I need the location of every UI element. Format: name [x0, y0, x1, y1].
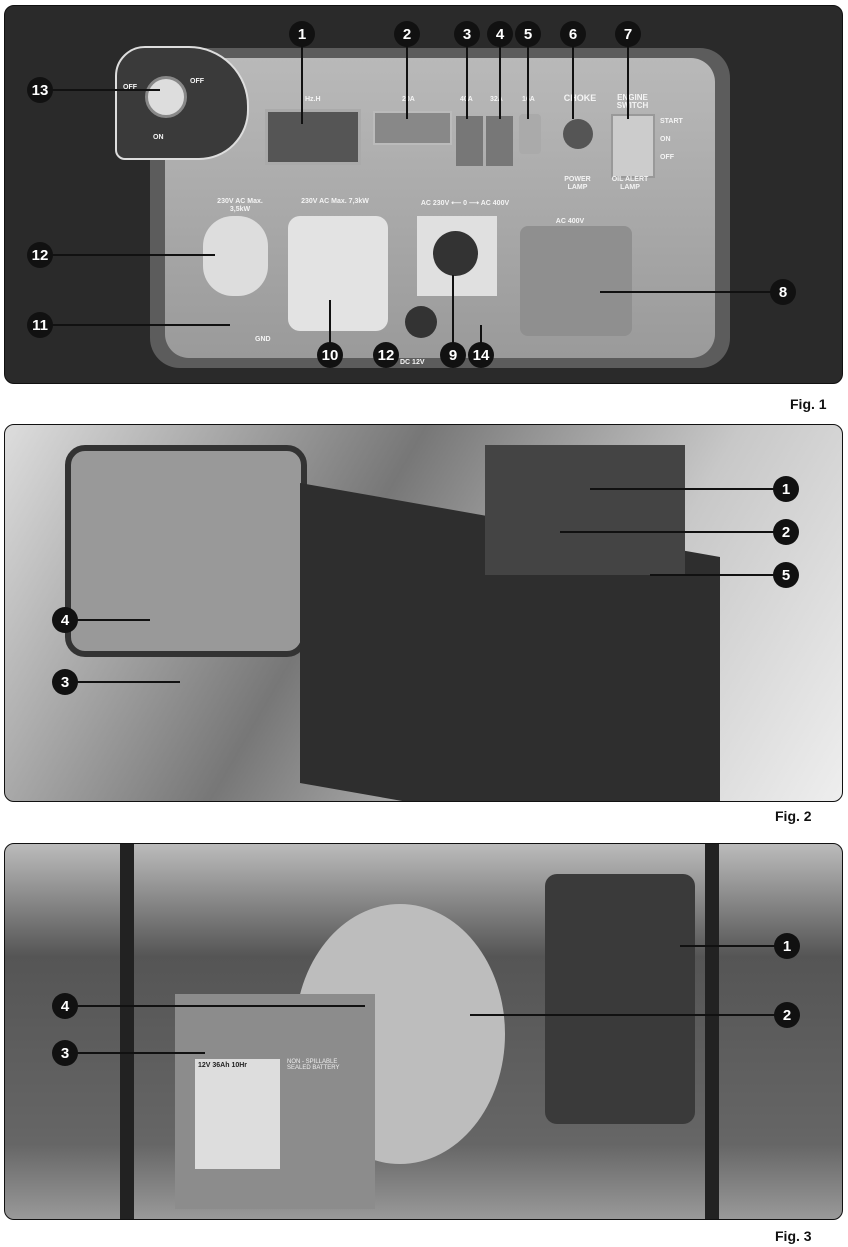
callout-12: 12 [373, 342, 399, 368]
engine-switch-label: ENGINE SWITCH [616, 93, 649, 110]
callout-3: 3 [52, 1040, 78, 1066]
fig3-caption: Fig. 3 [775, 1228, 812, 1244]
callout-12: 12 [27, 242, 53, 268]
fig2-photo [4, 424, 843, 802]
breaker-32a-label: 32A [490, 96, 503, 103]
battery-label: 12V 36Ah 10Hr [195, 1059, 280, 1169]
callout-3: 3 [52, 669, 78, 695]
ac400-label: AC 400V [555, 218, 585, 225]
breaker-20a-label: 20A [402, 96, 415, 103]
callout-2: 2 [773, 519, 799, 545]
callout-6: 6 [560, 21, 586, 47]
key-off-label: OFF [123, 84, 137, 91]
start-label: START [660, 118, 683, 125]
fig1-photo: OFF OFF ON Hz.H 20A 40A 32A 16A CHOKE EN… [4, 5, 843, 384]
callout-1: 1 [289, 21, 315, 47]
callout-5: 5 [773, 562, 799, 588]
fig2-caption: Fig. 2 [775, 808, 812, 824]
callout-10: 10 [317, 342, 343, 368]
callout-4: 4 [487, 21, 513, 47]
callout-4: 4 [52, 993, 78, 1019]
oil-alert-lamp-label: OIL ALERT LAMP [611, 176, 649, 191]
callout-11: 11 [27, 312, 53, 338]
voltage-selector-label: AC 230V ⟵ 0 ⟶ AC 400V [420, 200, 510, 207]
dc12v-label: DC 12V [400, 359, 425, 366]
callout-8: 8 [770, 279, 796, 305]
choke-label: CHOKE [563, 93, 597, 103]
callout-1: 1 [774, 933, 800, 959]
callout-7: 7 [615, 21, 641, 47]
callout-3: 3 [454, 21, 480, 47]
callout-5: 5 [515, 21, 541, 47]
socket-230v-large-label: 230V AC Max. 7,3kW [301, 198, 369, 205]
callout-14: 14 [468, 342, 494, 368]
power-lamp-label: POWER LAMP [564, 176, 591, 191]
on-label: ON [660, 136, 671, 143]
callout-9: 9 [440, 342, 466, 368]
socket-230v-small-label: 230V AC Max. 3,5kW [217, 198, 263, 213]
callout-2: 2 [774, 1002, 800, 1028]
callout-1: 1 [773, 476, 799, 502]
gnd-label: GND [255, 336, 271, 343]
callout-4: 4 [52, 607, 78, 633]
callout-13: 13 [27, 77, 53, 103]
off-label: OFF [660, 154, 674, 161]
key-off-label: OFF [190, 78, 204, 85]
meter-label: Hz.H [305, 96, 321, 103]
fig1-caption: Fig. 1 [790, 396, 827, 412]
callout-2: 2 [394, 21, 420, 47]
battery-type: NON - SPILLABLE SEALED BATTERY [287, 1059, 340, 1071]
fig3-photo: 12V 36Ah 10Hr NON - SPILLABLE SEALED BAT… [4, 843, 843, 1220]
key-on-label: ON [153, 134, 164, 141]
